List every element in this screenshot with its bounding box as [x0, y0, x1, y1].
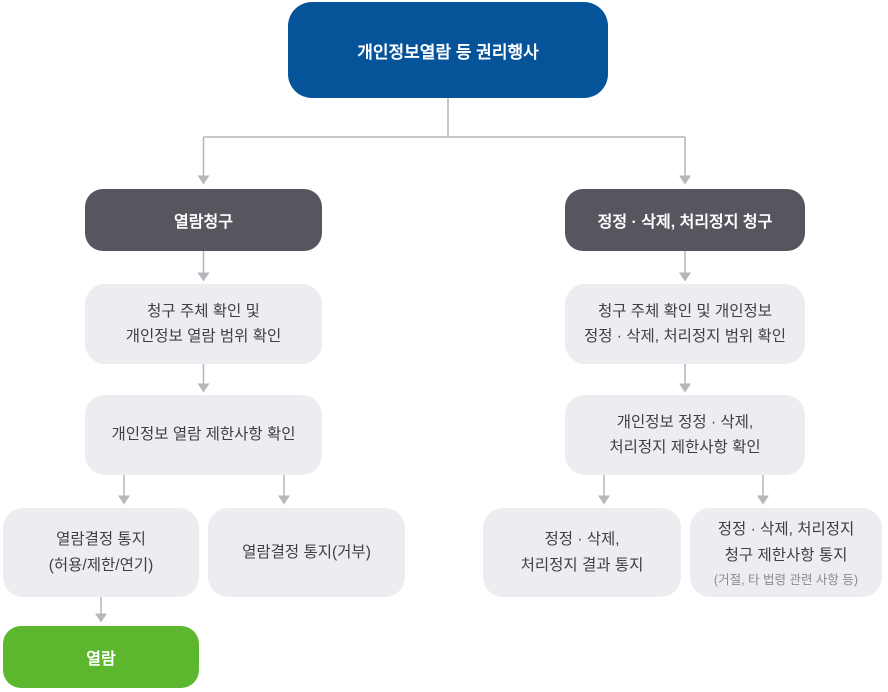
final-node-access: 열람 — [3, 626, 199, 688]
step-text-line: 개인정보 열람 범위 확인 — [125, 328, 282, 345]
step-text-line: 정정 · 삭제, 처리정지 — [717, 521, 855, 539]
step-text-line: 청구 주체 확인 및 — [147, 302, 260, 320]
right-outcome-restriction-notice: 정정 · 삭제, 처리정지 청구 제한사항 통지 (거절, 타 법령 관련 사항… — [690, 508, 882, 597]
left-branch-header: 열람청구 — [85, 189, 322, 251]
step-text-line: 열람결정 통지(거부) — [242, 543, 371, 561]
left-step-check-restrictions: 개인정보 열람 제한사항 확인 — [85, 395, 322, 475]
step-text-line: 정정 · 삭제, 처리정지 범위 확인 — [583, 328, 787, 345]
step-text-line: 청구 주체 확인 및 개인정보 — [597, 302, 773, 320]
step-text-line: 개인정보 열람 제한사항 확인 — [111, 426, 296, 444]
step-note-line: (거절, 타 법령 관련 사항 등) — [713, 572, 859, 587]
left-outcome-notice-deny: 열람결정 통지(거부) — [208, 508, 405, 597]
left-step-verify-scope: 청구 주체 확인 및 개인정보 열람 범위 확인 — [85, 284, 322, 364]
root-node-label: 개인정보열람 등 권리행사 — [357, 42, 539, 62]
step-text-line: 정정 · 삭제, — [544, 531, 620, 549]
final-node-label: 열람 — [86, 651, 116, 668]
step-text-line: (허용/제한/연기) — [48, 556, 154, 574]
right-branch-header: 정정 · 삭제, 처리정지 청구 — [565, 189, 805, 251]
step-text-line: 처리정지 결과 통지 — [520, 556, 644, 574]
step-text-line: 처리정지 제한사항 확인 — [609, 439, 761, 456]
right-step-verify-scope: 청구 주체 확인 및 개인정보 정정 · 삭제, 처리정지 범위 확인 — [565, 284, 805, 364]
step-text-line: 개인정보 정정 · 삭제, — [616, 413, 754, 431]
right-outcome-result-notice: 정정 · 삭제, 처리정지 결과 통지 — [483, 508, 681, 597]
right-branch-header-label: 정정 · 삭제, 처리정지 청구 — [597, 214, 773, 231]
right-step-check-restrictions: 개인정보 정정 · 삭제, 처리정지 제한사항 확인 — [565, 395, 805, 475]
left-branch-header-label: 열람청구 — [174, 214, 233, 231]
step-text-line: 청구 제한사항 통지 — [724, 546, 848, 564]
step-text-line: 열람결정 통지 — [56, 531, 146, 549]
left-outcome-notice-allow: 열람결정 통지 (허용/제한/연기) — [3, 508, 199, 597]
root-node: 개인정보열람 등 권리행사 — [288, 2, 608, 98]
